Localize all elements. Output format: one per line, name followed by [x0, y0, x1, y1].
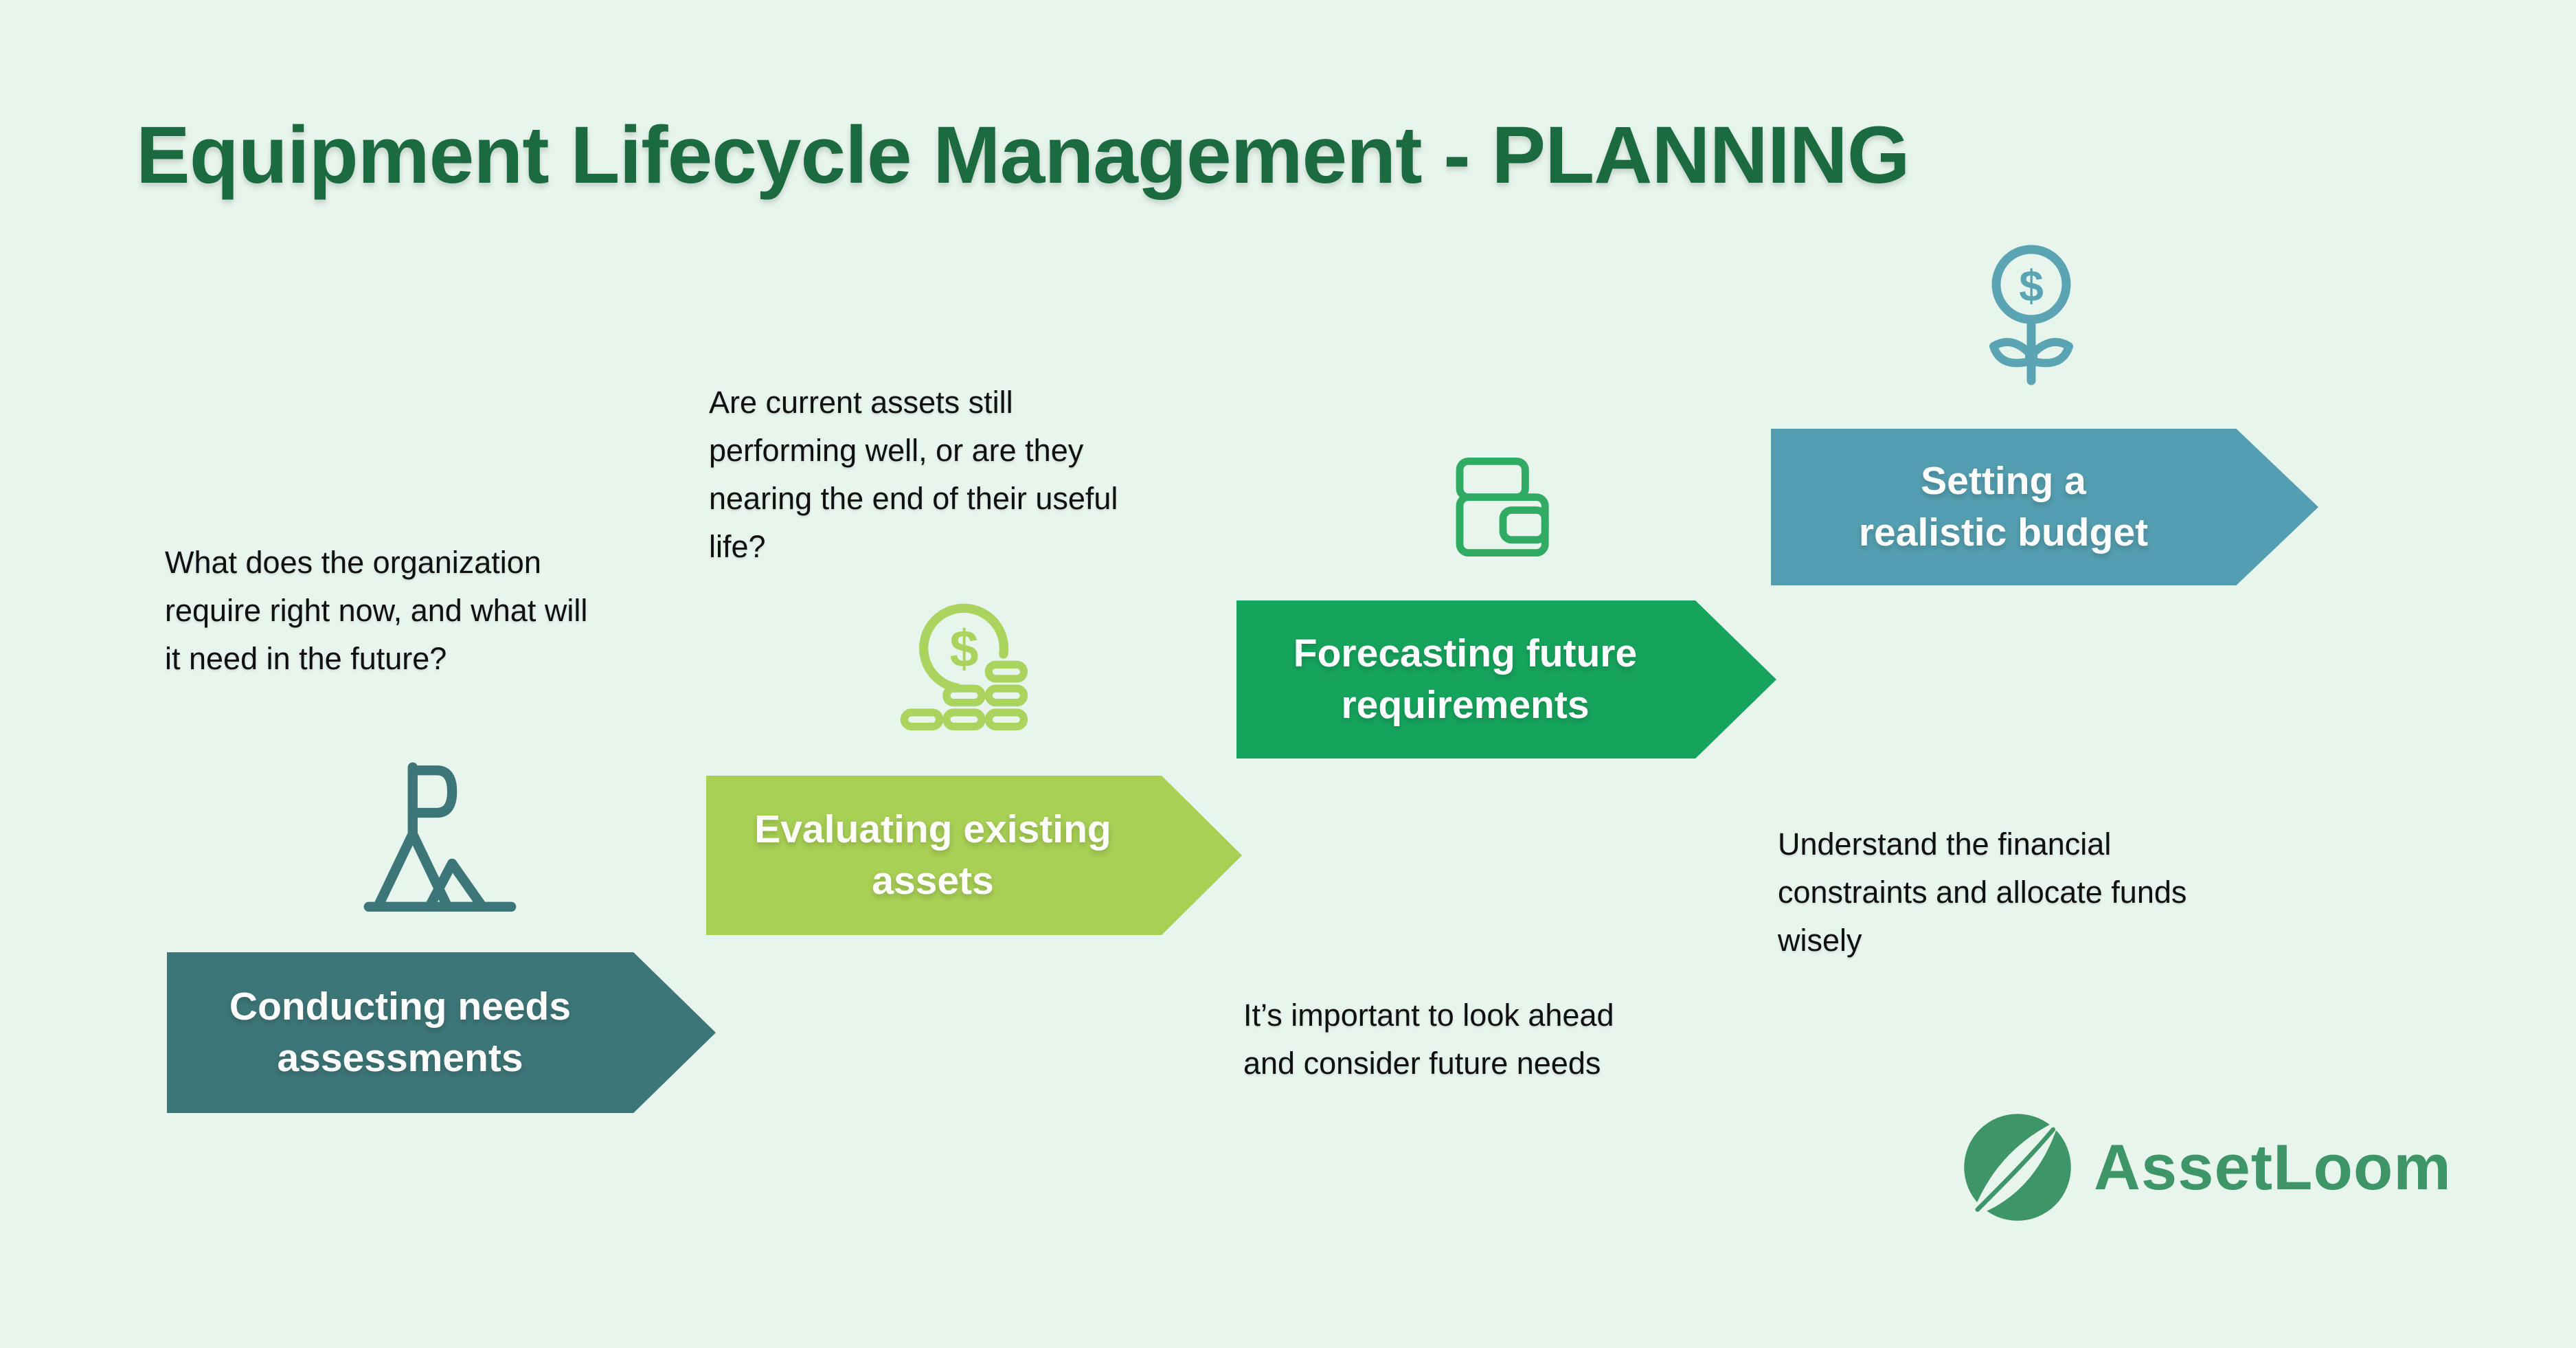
- logo-text: AssetLoom: [2094, 1131, 2452, 1203]
- step-1-banner: Conducting needs assessments: [167, 952, 716, 1113]
- step-4-banner: Setting a realistic budget: [1771, 429, 2318, 585]
- step-2-banner: Evaluating existing assets: [706, 776, 1242, 935]
- dollar-sign-glyph: $: [2019, 261, 2044, 311]
- mountain-flag-icon: [363, 761, 517, 916]
- brand-logo: AssetLoom: [1962, 1112, 2452, 1223]
- wallet-icon: [1441, 445, 1565, 569]
- dollar-sign-glyph: $: [949, 620, 978, 678]
- step-3-description: It’s important to look ahead and conside…: [1243, 998, 1614, 1081]
- step-1-description: What does the organization require right…: [165, 545, 588, 676]
- coins-dollar-icon: $: [892, 595, 1039, 743]
- logo-leaf-icon: [1962, 1112, 2073, 1223]
- step-4-description: Understand the financial constraints and…: [1778, 827, 2187, 958]
- page-title: Equipment Lifecycle Management - PLANNIN…: [136, 110, 1910, 201]
- money-plant-icon: $: [1980, 242, 2083, 396]
- step-2-description: Are current assets still performing well…: [709, 385, 1118, 564]
- step-3-banner: Forecasting future requirements: [1236, 600, 1776, 759]
